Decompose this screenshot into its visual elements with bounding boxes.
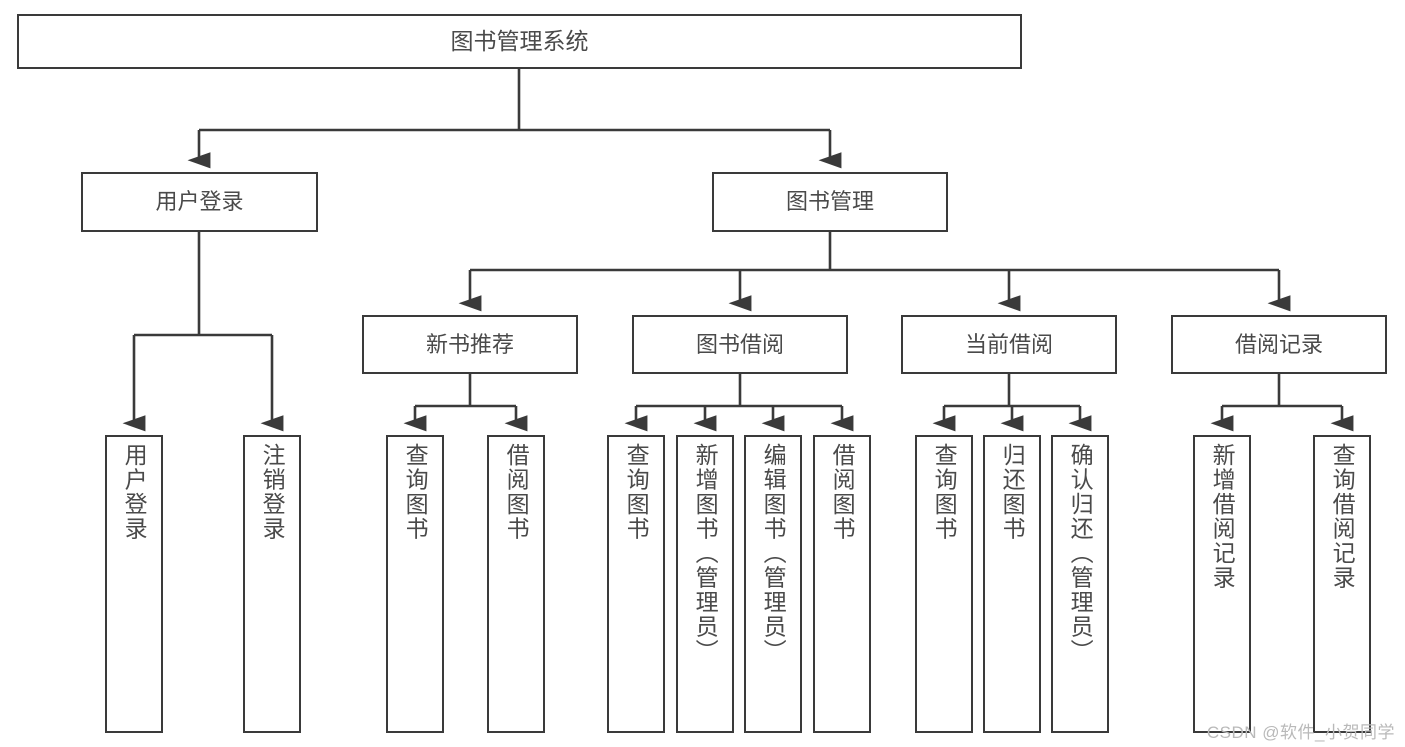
node-new-book-rec-label: 新书推荐 [425,331,514,357]
node-leaf-borrow-add[interactable]: 新增图书（管理员） [676,435,734,733]
node-leaf-borrow-edit-label: 编辑图书（管理员） [760,443,787,664]
node-leaf-current-return[interactable]: 归还图书 [983,435,1041,733]
node-leaf-rec-query-label: 查询图书 [402,443,429,541]
node-leaf-borrow-lend-label: 借阅图书 [829,443,856,541]
node-leaf-borrow-edit[interactable]: 编辑图书（管理员） [744,435,802,733]
node-user-login[interactable]: 用户登录 [81,172,318,232]
node-leaf-record-add-label: 新增借阅记录 [1209,443,1236,590]
node-root[interactable]: 图书管理系统 [17,14,1022,69]
node-leaf-borrow-add-label: 新增图书（管理员） [692,443,719,664]
node-root-label: 图书管理系统 [450,27,589,54]
node-current-borrow-label: 当前借阅 [964,331,1053,357]
node-borrow-record[interactable]: 借阅记录 [1171,315,1387,374]
node-leaf-current-confirm[interactable]: 确认归还（管理员） [1051,435,1109,733]
node-book-manage-label: 图书管理 [785,189,874,215]
node-leaf-user-login-label: 用户登录 [121,443,148,541]
node-leaf-rec-borrow[interactable]: 借阅图书 [487,435,545,733]
node-book-borrow-label: 图书借阅 [695,331,784,357]
watermark: CSDN @软件_小贺同学 [1206,723,1395,742]
node-leaf-user-login[interactable]: 用户登录 [105,435,163,733]
node-leaf-current-query-label: 查询图书 [931,443,958,541]
node-book-borrow[interactable]: 图书借阅 [632,315,848,374]
node-borrow-record-label: 借阅记录 [1234,331,1323,357]
node-leaf-borrow-query[interactable]: 查询图书 [607,435,665,733]
node-leaf-borrow-query-label: 查询图书 [623,443,650,541]
node-new-book-rec[interactable]: 新书推荐 [362,315,578,374]
node-leaf-record-add[interactable]: 新增借阅记录 [1193,435,1251,733]
node-leaf-rec-query[interactable]: 查询图书 [386,435,444,733]
node-leaf-record-query-label: 查询借阅记录 [1329,443,1356,590]
node-current-borrow[interactable]: 当前借阅 [901,315,1117,374]
node-user-login-label: 用户登录 [155,189,244,215]
node-leaf-rec-borrow-label: 借阅图书 [503,443,530,541]
node-leaf-current-confirm-label: 确认归还（管理员） [1067,443,1094,664]
node-leaf-user-logout-label: 注销登录 [259,443,286,541]
node-leaf-current-return-label: 归还图书 [999,443,1026,541]
node-leaf-user-logout[interactable]: 注销登录 [243,435,301,733]
node-leaf-borrow-lend[interactable]: 借阅图书 [813,435,871,733]
node-leaf-current-query[interactable]: 查询图书 [915,435,973,733]
node-book-manage[interactable]: 图书管理 [712,172,948,232]
node-leaf-record-query[interactable]: 查询借阅记录 [1313,435,1371,733]
